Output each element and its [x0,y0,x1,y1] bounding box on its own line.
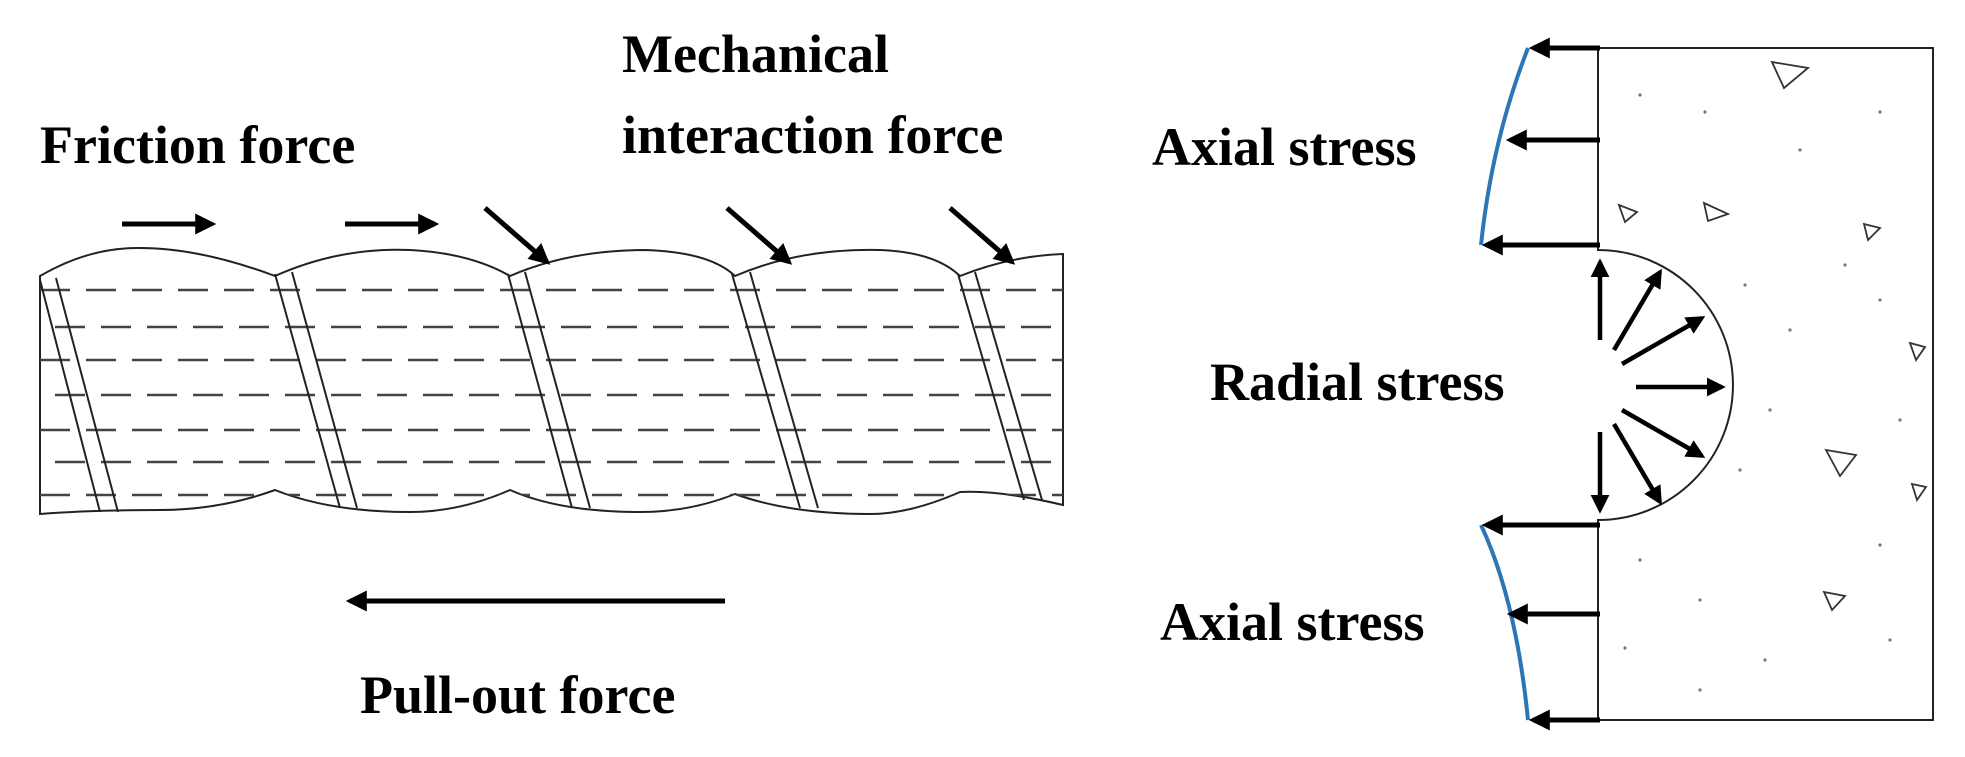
radial-stress-arrow-icon [1620,408,1706,458]
ribbed-bar [39,246,1064,516]
axial-stress-label-top: Axial stress [1152,117,1417,177]
axial-stress-label-bottom: Axial stress [1160,592,1425,652]
aggregates [1617,60,1928,692]
bar-outline [39,246,1064,516]
concrete-block [1597,47,1934,721]
radial-stress-arrow-icon [1620,316,1706,366]
interaction-arrow-icon [725,206,793,265]
axial-stress-profile-top [1479,47,1530,246]
mechanical-label-line2: interaction force [622,105,1003,165]
mechanical-label-line1: Mechanical [622,24,889,84]
radial-stress-arrow-icon [1612,268,1662,352]
interaction-arrow-icon [948,206,1016,265]
interaction-arrow-icon [483,206,551,265]
bar-ribs [39,271,1043,513]
interaction-arrows [483,206,1016,265]
axial-stress-arrows [1481,37,1600,731]
axial-stress-profile-bottom [1479,524,1530,721]
pullout-force-label: Pull-out force [360,665,675,725]
concrete-outline [1597,47,1934,721]
friction-force-label: Friction force [40,115,355,175]
radial-stress-arrows [1590,258,1726,514]
radial-stress-arrow-icon [1612,422,1662,506]
bar-hatching [40,288,1063,497]
radial-stress-label: Radial stress [1210,352,1505,412]
